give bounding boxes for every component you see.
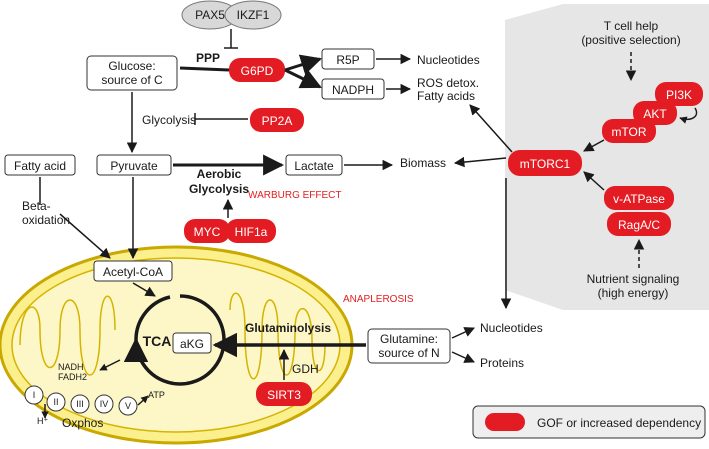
ragac-label: RagA/C — [618, 218, 660, 232]
vatpase-label: v-ATPase — [613, 192, 665, 206]
myc-hif1a-proteins: MYC HIF1a — [184, 219, 276, 243]
fatty-acids-label: Fatty acids — [417, 89, 475, 103]
fatty-acid-label: Fatty acid — [14, 159, 66, 173]
mtorc1-protein: mTORC1 — [508, 150, 582, 176]
oxphos-complexes: I II III IV V — [24, 385, 138, 416]
r5p-label: R5P — [336, 53, 359, 67]
legend-label: GOF or increased dependency — [537, 416, 701, 430]
glucose-box: Glucose: source of C — [86, 55, 178, 91]
glutamine-line2: source of N — [378, 346, 439, 360]
legend-swatch — [485, 413, 525, 431]
pax5-label: PAX5 — [195, 8, 225, 22]
mtor-label: mTOR — [611, 125, 646, 139]
myc-label: MYC — [194, 225, 221, 239]
atp-label: ATP — [148, 390, 165, 400]
oxphos-label: Oxphos — [62, 416, 103, 430]
g6pd-protein: G6PD — [229, 58, 285, 82]
pyruvate-label: Pyruvate — [110, 159, 158, 173]
sirt3-label: SIRT3 — [267, 388, 301, 402]
aerobic-label: Aerobic — [197, 167, 242, 181]
beta-label: Beta- — [22, 199, 51, 213]
ragac-protein: RagA/C — [607, 212, 671, 236]
vatpase-protein: v-ATPase — [604, 186, 674, 210]
ppp-label: PPP — [196, 51, 220, 65]
complex-v: V — [125, 401, 131, 411]
legend: GOF or increased dependency — [472, 405, 706, 439]
nutrient-line2: (high energy) — [598, 286, 669, 300]
tcell-line2: (positive selection) — [581, 33, 680, 47]
pi3k-label: PI3K — [666, 88, 692, 102]
tca-label: TCA — [143, 333, 172, 349]
anaplerosis-label: ANAPLEROSIS — [343, 294, 414, 305]
nucleotides-top: Nucleotides — [417, 53, 480, 67]
warburg-label: WARBURG EFFECT — [248, 190, 342, 201]
glycolysis-bold-label: Glycolysis — [189, 182, 249, 196]
lactate-box: Lactate — [285, 154, 343, 176]
akg-label: aKG — [180, 337, 204, 351]
fadh2-label: FADH2 — [58, 372, 87, 382]
ros-detox-label: ROS detox. — [417, 76, 479, 90]
hif1a-label: HIF1a — [235, 225, 268, 239]
acetyl-coa-label: Acetyl-CoA — [103, 265, 163, 279]
complex-iv: IV — [100, 399, 109, 409]
complex-i: I — [33, 390, 36, 400]
glycolysis-label: Glycolysis — [142, 113, 196, 127]
proteins-label: Proteins — [480, 356, 524, 370]
hplus-label: H⁺ — [37, 416, 48, 426]
acetyl-coa-box: Acetyl-CoA — [93, 260, 173, 282]
biomass-label: Biomass — [400, 156, 446, 170]
glutaminolysis-label: Glutaminolysis — [245, 321, 331, 335]
tca-cycle: TCA aKG — [123, 294, 226, 386]
complex-ii: II — [53, 397, 58, 407]
nadh-label: NADH — [58, 362, 84, 372]
fatty-acid-box: Fatty acid — [4, 154, 76, 176]
r5p-box: R5P — [321, 48, 375, 70]
mtor-protein: mTOR — [602, 119, 656, 143]
glucose-line1: Glucose: — [108, 59, 155, 73]
akt-label: AKT — [643, 107, 667, 121]
complex-iii: III — [76, 399, 84, 409]
g6pd-label: G6PD — [241, 64, 274, 78]
pi3k-protein: PI3K — [655, 82, 703, 106]
arrows — [39, 29, 698, 419]
nucleotides-bottom: Nucleotides — [480, 321, 543, 335]
pyruvate-box: Pyruvate — [96, 154, 172, 176]
tcell-line1: T cell help — [604, 19, 659, 33]
glucose-line2: source of C — [101, 73, 163, 87]
gdh-label: GDH — [292, 362, 319, 376]
oxidation-label: oxidation — [22, 213, 70, 227]
nutrient-line1: Nutrient signaling — [587, 272, 680, 286]
nadph-label: NADPH — [332, 83, 374, 97]
glutamine-line1: Glutamine: — [380, 332, 438, 346]
pp2a-protein: PP2A — [250, 108, 304, 132]
lactate-label: Lactate — [294, 159, 334, 173]
nadph-box: NADPH — [321, 78, 385, 100]
sirt3-protein: SIRT3 — [256, 382, 312, 406]
mtorc1-label: mTORC1 — [520, 157, 571, 171]
ikzf1-label: IKZF1 — [237, 8, 270, 22]
pax5-ikzf1-complex: PAX5 IKZF1 — [181, 0, 282, 30]
pp2a-label: PP2A — [262, 114, 293, 128]
glutamine-box: Glutamine: source of N — [367, 328, 451, 364]
